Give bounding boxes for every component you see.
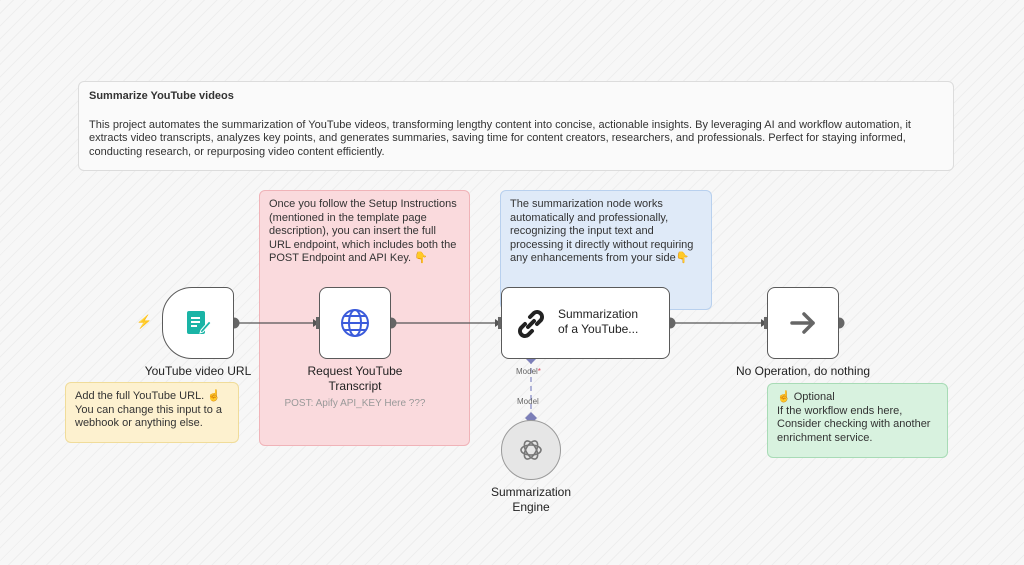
input-handle	[498, 317, 503, 329]
http-node-label: Request YouTube Transcript	[285, 364, 425, 394]
optional-note[interactable]: ☝ Optional If the workflow ends here, Co…	[767, 383, 948, 458]
engine-node-label: Summarization Engine	[466, 485, 596, 515]
request-transcript-node[interactable]	[319, 287, 391, 359]
label-line: Summarization	[490, 485, 572, 499]
note-title: Summarize YouTube videos	[89, 90, 234, 102]
summarization-chain-node[interactable]: Summarization of a YouTube...	[501, 287, 670, 359]
label-line: Engine	[512, 500, 550, 514]
label-line: Transcript	[328, 379, 382, 393]
input-handle	[764, 317, 769, 329]
input-handle	[316, 317, 321, 329]
note-line: ☝ Optional	[777, 391, 835, 403]
arrow-right-icon	[790, 312, 815, 334]
youtube-url-trigger-node[interactable]	[162, 287, 234, 359]
note-line: Add the full YouTube URL. ☝	[75, 390, 221, 402]
model-port-label: Model*	[516, 367, 541, 376]
note-text: Once you follow the Setup Instructions (…	[269, 198, 457, 264]
note-line: If the workflow ends here, Consider chec…	[777, 404, 931, 444]
title-line: of a YouTube...	[558, 322, 639, 336]
trigger-node-label: YouTube video URL	[144, 364, 252, 378]
summarization-engine-node[interactable]	[501, 420, 561, 480]
no-operation-node[interactable]	[767, 287, 839, 359]
note-body: This project automates the summarization…	[89, 118, 911, 158]
form-edit-icon	[187, 311, 212, 334]
label-line: Request YouTube	[307, 364, 403, 378]
youtube-url-note[interactable]: Add the full YouTube URL. ☝ You can chan…	[65, 382, 239, 443]
summ-node-title: Summarization of a YouTube...	[558, 307, 638, 337]
engine-port-label: Model	[517, 397, 539, 406]
noop-node-label: No Operation, do nothing	[735, 364, 871, 378]
chain-link-icon	[518, 310, 544, 338]
note-line: You can change this input to a webhook o…	[75, 403, 222, 430]
required-mark: *	[537, 367, 541, 376]
port-text: Model	[516, 367, 538, 376]
title-line: Summarization	[558, 307, 639, 321]
project-description-note[interactable]: Summarize YouTube videos This project au…	[78, 81, 954, 171]
globe-icon	[341, 309, 369, 337]
openai-icon	[520, 440, 542, 460]
trigger-bolt-icon: ⚡	[136, 314, 153, 329]
http-node-sublabel: POST: Apify API_KEY Here ???	[284, 398, 426, 409]
note-text: The summarization node works automatical…	[510, 198, 694, 264]
